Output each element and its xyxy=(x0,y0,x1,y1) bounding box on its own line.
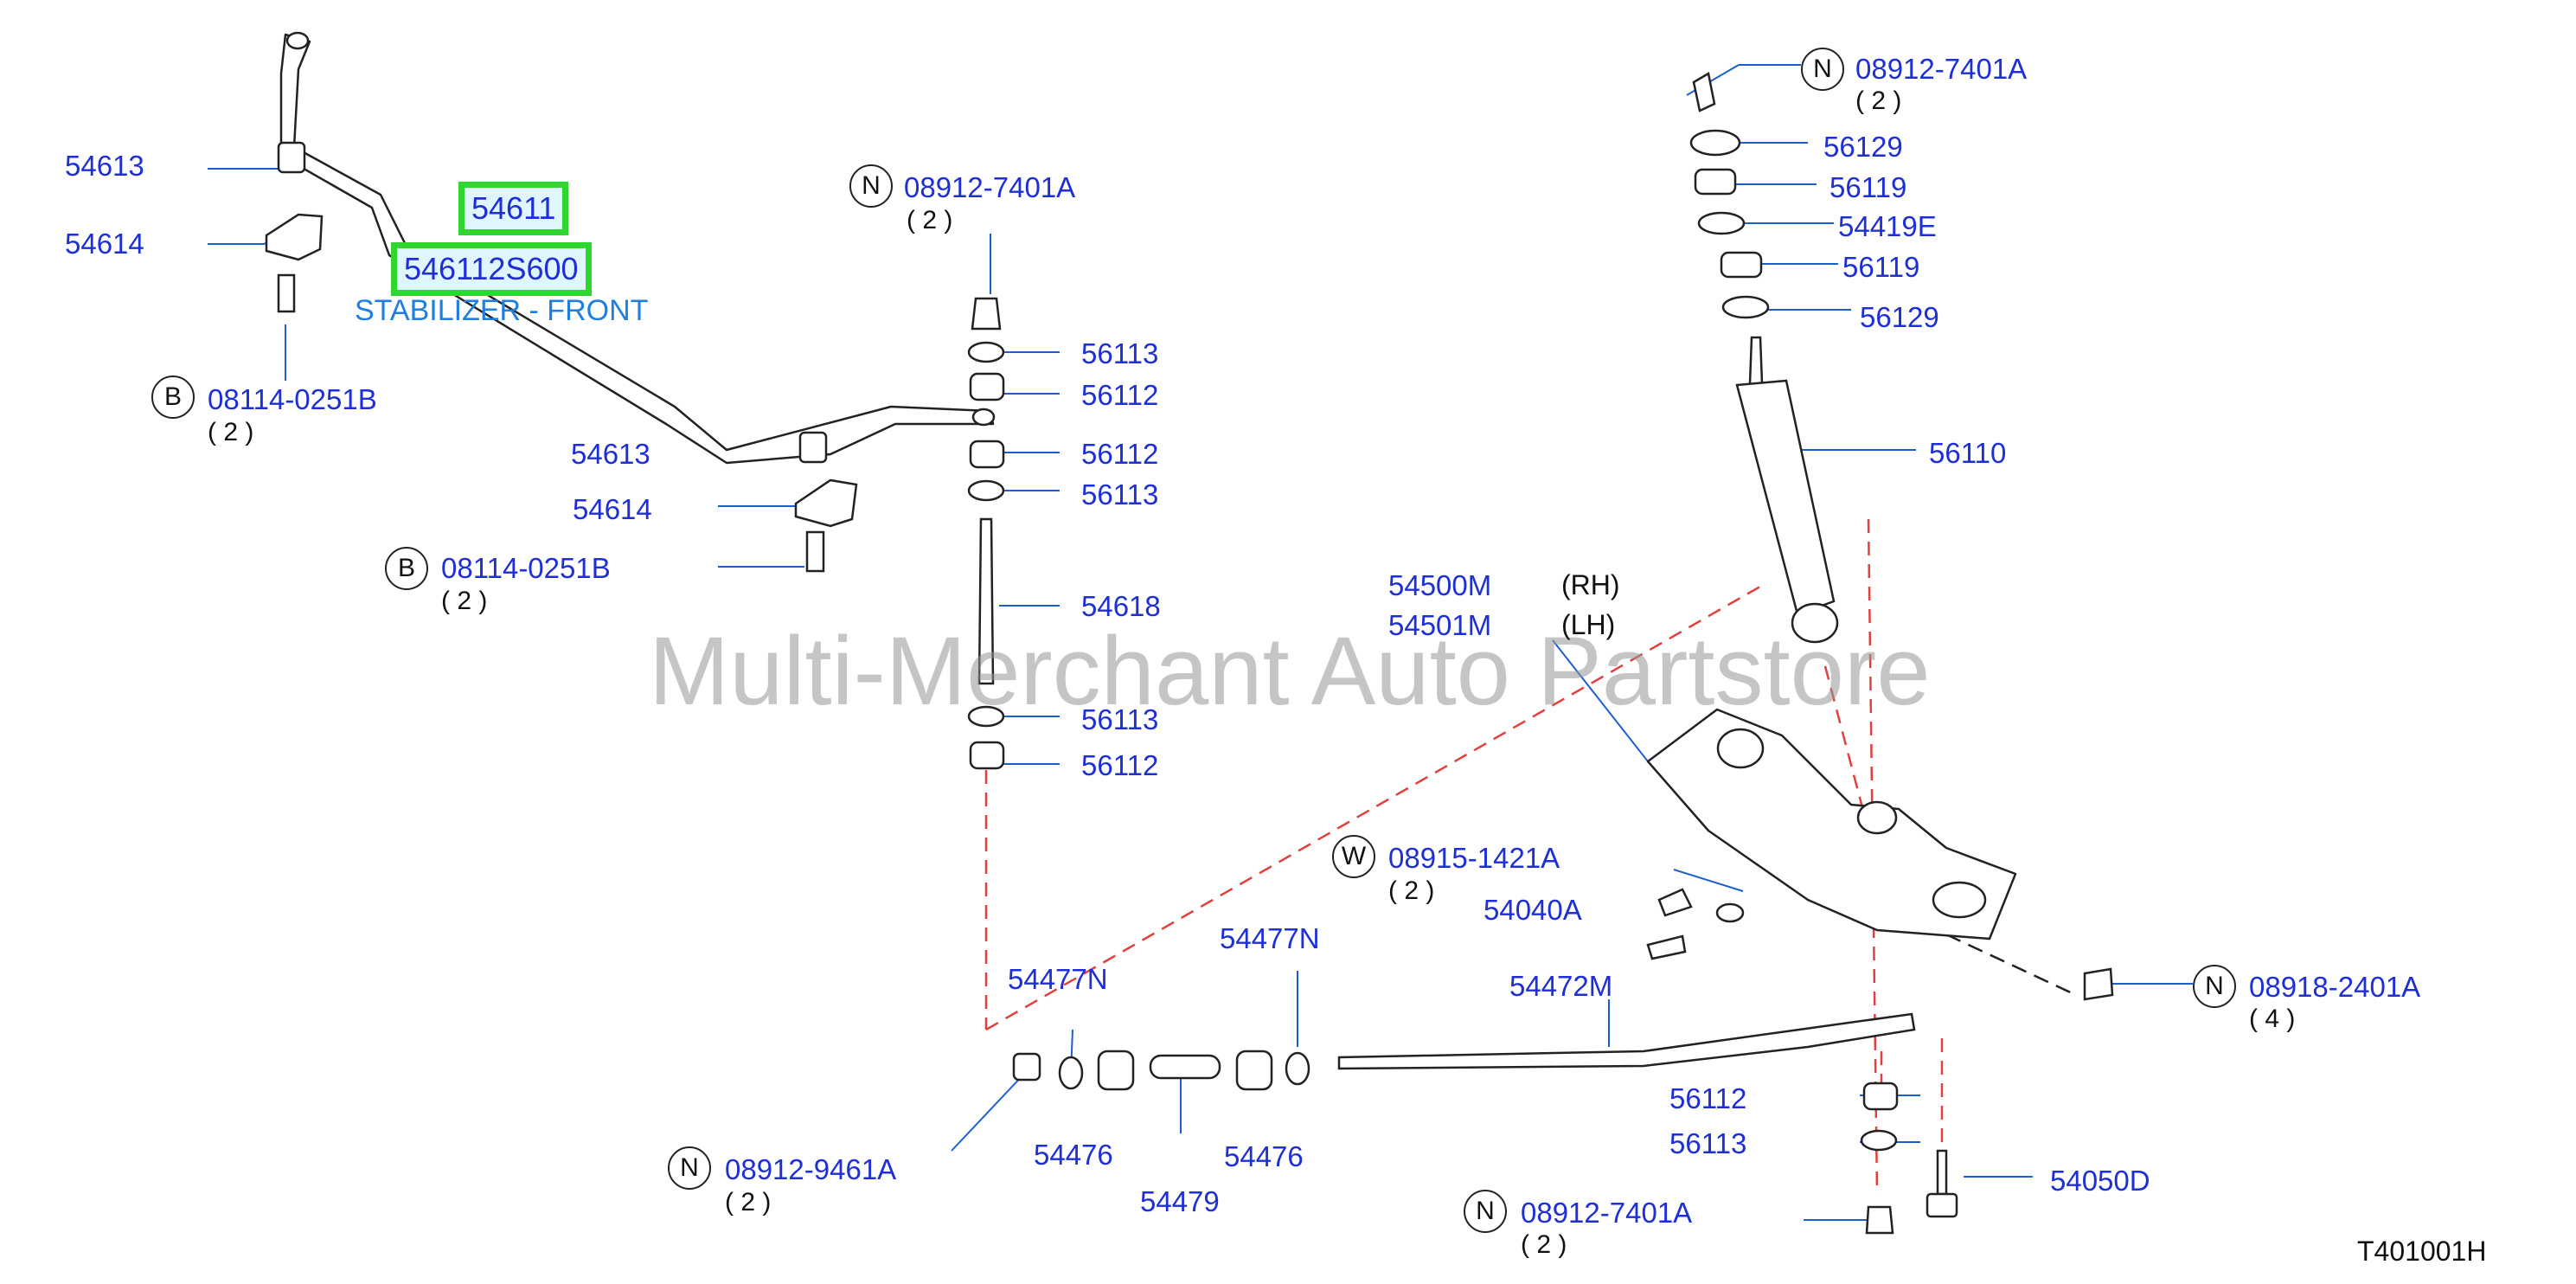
quantity: ( 4 ) xyxy=(2249,1005,2296,1033)
link-stack xyxy=(967,297,1005,770)
watermark: Multi-Merchant Auto Partstore xyxy=(649,617,1931,725)
part-label[interactable]: 08912-7401A xyxy=(1855,53,2028,85)
part-label[interactable]: 54500M xyxy=(1388,569,1492,601)
lower-control-arm xyxy=(1646,708,2017,941)
part-label[interactable]: 54614 xyxy=(65,228,144,260)
prefix-w-badge: W xyxy=(1332,835,1375,878)
part-label[interactable]: 08918-2401A xyxy=(2249,971,2421,1003)
part-label[interactable]: 54618 xyxy=(1081,590,1161,622)
part-label[interactable]: 56113 xyxy=(1081,703,1159,735)
part-label[interactable]: 54501M xyxy=(1388,609,1492,641)
part-label[interactable]: 54040A xyxy=(1483,894,1582,926)
part-label[interactable]: 54419E xyxy=(1838,210,1937,242)
quantity: ( 2 ) xyxy=(1388,876,1435,905)
quantity: ( 2 ) xyxy=(208,418,254,446)
stabilizer-bar xyxy=(277,31,996,465)
part-label[interactable]: 56113 xyxy=(1081,337,1159,369)
side-rh: (RH) xyxy=(1561,569,1620,600)
prefix-b-badge: B xyxy=(385,547,428,590)
part-label[interactable]: 08912-7401A xyxy=(1521,1197,1693,1229)
part-label[interactable]: 54476 xyxy=(1034,1139,1113,1171)
part-label[interactable]: 56119 xyxy=(1842,251,1920,283)
quantity: ( 2 ) xyxy=(907,206,953,234)
part-label[interactable]: 54479 xyxy=(1140,1185,1220,1217)
leader-lines xyxy=(208,64,2193,1221)
part-label[interactable]: 08114-0251B xyxy=(208,383,377,415)
part-label[interactable]: 56129 xyxy=(1860,301,1939,333)
quantity: ( 2 ) xyxy=(441,587,488,615)
part-label[interactable]: 54472M xyxy=(1509,970,1613,1002)
part-label[interactable]: 54050D xyxy=(2050,1165,2150,1197)
part-label[interactable]: 08114-0251B xyxy=(441,552,611,584)
part-label[interactable]: 56129 xyxy=(1823,131,1903,163)
prefix-n-badge: N xyxy=(2193,965,2236,1008)
part-label[interactable]: 54613 xyxy=(571,438,650,470)
part-label[interactable]: 56113 xyxy=(1669,1127,1747,1159)
prefix-b-badge: B xyxy=(151,376,195,419)
part-label[interactable]: 56112 xyxy=(1081,749,1159,781)
quantity: ( 2 ) xyxy=(1855,87,1902,115)
part-label[interactable]: 54477N xyxy=(1220,922,1320,954)
part-label[interactable]: 54614 xyxy=(573,493,652,525)
part-label[interactable]: 08912-9461A xyxy=(725,1153,897,1185)
part-label[interactable]: 54613 xyxy=(65,150,144,182)
part-label[interactable]: 56110 xyxy=(1929,437,2007,469)
part-label[interactable]: 54477N xyxy=(1008,963,1108,995)
stabilizer-caption: STABILIZER - FRONT xyxy=(355,294,649,327)
part-label[interactable]: 56112 xyxy=(1081,379,1159,411)
part-label[interactable]: 08915-1421A xyxy=(1388,842,1560,874)
part-label[interactable]: 56113 xyxy=(1081,478,1159,510)
part-546112s600-highlight[interactable]: 546112S600 xyxy=(391,242,592,296)
part-label[interactable]: 56112 xyxy=(1669,1082,1747,1114)
part-label[interactable]: 56119 xyxy=(1829,171,1907,203)
side-lh: (LH) xyxy=(1561,609,1616,640)
quantity: ( 2 ) xyxy=(1521,1230,1567,1259)
part-label[interactable]: 54476 xyxy=(1224,1140,1304,1172)
prefix-n-badge: N xyxy=(1464,1190,1507,1233)
part-54611-highlight[interactable]: 54611 xyxy=(458,182,569,235)
prefix-n-badge: N xyxy=(849,164,893,208)
mount-line xyxy=(1945,933,2077,997)
diagram-code: T401001H xyxy=(2357,1236,2487,1267)
tension-rod-parts xyxy=(1012,888,2114,1235)
shock-absorber xyxy=(1689,72,1839,644)
part-label[interactable]: 08912-7401A xyxy=(904,171,1076,203)
part-label[interactable]: 56112 xyxy=(1081,438,1159,470)
quantity: ( 2 ) xyxy=(725,1188,772,1217)
prefix-n-badge: N xyxy=(668,1146,711,1190)
prefix-n-badge: N xyxy=(1801,48,1844,91)
clamps xyxy=(265,213,858,573)
